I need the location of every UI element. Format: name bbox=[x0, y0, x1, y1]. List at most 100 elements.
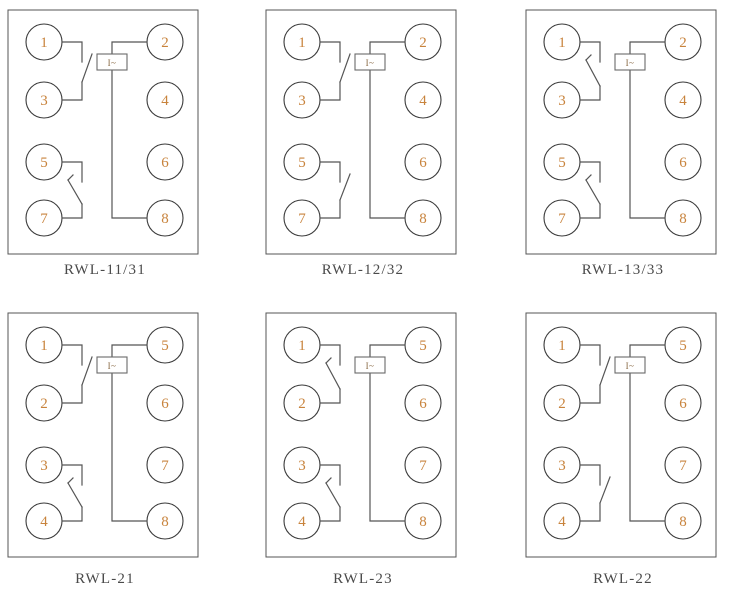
terminal-label: 8 bbox=[419, 211, 427, 227]
terminal-5[interactable]: 5 bbox=[664, 326, 702, 364]
terminal-4[interactable]: 4 bbox=[146, 81, 184, 119]
terminal-label: 8 bbox=[161, 514, 169, 530]
terminal-6[interactable]: 6 bbox=[146, 384, 184, 422]
coil-box bbox=[96, 356, 128, 374]
terminal-circle bbox=[404, 81, 442, 119]
terminal-6[interactable]: 6 bbox=[146, 143, 184, 181]
terminal-label: 1 bbox=[40, 338, 48, 354]
coil-box bbox=[96, 53, 128, 71]
terminal-7[interactable]: 7 bbox=[543, 199, 581, 237]
terminal-8[interactable]: 8 bbox=[664, 502, 702, 540]
terminal-7[interactable]: 7 bbox=[404, 446, 442, 484]
lower-contact-blade bbox=[67, 482, 83, 508]
terminal-circle bbox=[404, 384, 442, 422]
upper-contact-contact-tick bbox=[325, 357, 332, 364]
terminal-4[interactable]: 4 bbox=[664, 81, 702, 119]
coil-label: I~ bbox=[366, 58, 375, 68]
terminal-label: 8 bbox=[419, 514, 427, 530]
terminal-6[interactable]: 6 bbox=[664, 143, 702, 181]
terminal-6[interactable]: 6 bbox=[664, 384, 702, 422]
lower-contact-upper-lead bbox=[61, 464, 83, 486]
terminal-label: 3 bbox=[558, 93, 566, 109]
diagram-caption-rwl-13-33: RWL-13/33 bbox=[581, 262, 665, 278]
terminal-5[interactable]: 5 bbox=[283, 143, 321, 181]
lower-contact-contact-tick bbox=[67, 477, 74, 484]
terminal-label: 7 bbox=[40, 211, 48, 227]
upper-contact-lower-lead bbox=[61, 81, 83, 101]
terminal-circle bbox=[664, 143, 702, 181]
terminal-label: 1 bbox=[298, 35, 306, 51]
terminal-8[interactable]: 8 bbox=[664, 199, 702, 237]
terminal-circle bbox=[664, 384, 702, 422]
terminal-3[interactable]: 3 bbox=[25, 81, 63, 119]
terminal-4[interactable]: 4 bbox=[283, 502, 321, 540]
lower-contact-upper-lead bbox=[61, 161, 83, 183]
relay-panel-outline bbox=[525, 312, 717, 558]
terminal-7[interactable]: 7 bbox=[664, 446, 702, 484]
lower-contact-blade bbox=[599, 476, 611, 504]
terminal-8[interactable]: 8 bbox=[404, 502, 442, 540]
coil-box bbox=[354, 53, 386, 71]
terminal-5[interactable]: 5 bbox=[25, 143, 63, 181]
upper-contact-blade bbox=[339, 53, 351, 83]
terminal-8[interactable]: 8 bbox=[146, 199, 184, 237]
terminal-label: 5 bbox=[679, 338, 687, 354]
diagram-caption-rwl-12-32: RWL-12/32 bbox=[321, 262, 405, 278]
coil-lead-bottom bbox=[111, 69, 148, 219]
terminal-4[interactable]: 4 bbox=[404, 81, 442, 119]
terminal-label: 2 bbox=[558, 396, 566, 412]
terminal-1[interactable]: 1 bbox=[25, 326, 63, 364]
terminal-label: 3 bbox=[558, 458, 566, 474]
terminal-1[interactable]: 1 bbox=[283, 326, 321, 364]
terminal-8[interactable]: 8 bbox=[404, 199, 442, 237]
terminal-1[interactable]: 1 bbox=[543, 23, 581, 61]
terminal-2[interactable]: 2 bbox=[404, 23, 442, 61]
terminal-label: 3 bbox=[298, 458, 306, 474]
terminal-label: 2 bbox=[679, 35, 687, 51]
terminal-1[interactable]: 1 bbox=[283, 23, 321, 61]
terminal-4[interactable]: 4 bbox=[25, 502, 63, 540]
lower-contact-blade bbox=[325, 482, 341, 508]
terminal-label: 1 bbox=[40, 35, 48, 51]
terminal-label: 1 bbox=[298, 338, 306, 354]
terminal-5[interactable]: 5 bbox=[543, 143, 581, 181]
terminal-8[interactable]: 8 bbox=[146, 502, 184, 540]
upper-contact-blade bbox=[325, 362, 341, 390]
terminal-3[interactable]: 3 bbox=[543, 446, 581, 484]
terminal-3[interactable]: 3 bbox=[543, 81, 581, 119]
upper-contact-upper-lead bbox=[579, 41, 601, 63]
lower-contact-upper-lead bbox=[319, 464, 341, 486]
terminal-label: 3 bbox=[40, 93, 48, 109]
terminal-label: 4 bbox=[679, 93, 687, 109]
coil-lead-bottom bbox=[629, 372, 666, 522]
terminal-7[interactable]: 7 bbox=[283, 199, 321, 237]
terminal-5[interactable]: 5 bbox=[404, 326, 442, 364]
terminal-label: 7 bbox=[161, 458, 169, 474]
terminal-2[interactable]: 2 bbox=[543, 384, 581, 422]
terminal-4[interactable]: 4 bbox=[543, 502, 581, 540]
upper-contact-upper-lead bbox=[319, 41, 341, 63]
terminal-circle bbox=[664, 81, 702, 119]
terminal-1[interactable]: 1 bbox=[25, 23, 63, 61]
terminal-3[interactable]: 3 bbox=[283, 81, 321, 119]
coil-label: I~ bbox=[108, 58, 117, 68]
lower-contact-upper-lead bbox=[319, 161, 341, 183]
terminal-3[interactable]: 3 bbox=[25, 446, 63, 484]
terminal-7[interactable]: 7 bbox=[146, 446, 184, 484]
diagram-caption-rwl-21: RWL-21 bbox=[75, 571, 135, 587]
terminal-2[interactable]: 2 bbox=[664, 23, 702, 61]
terminal-5[interactable]: 5 bbox=[146, 326, 184, 364]
terminal-6[interactable]: 6 bbox=[404, 384, 442, 422]
terminal-label: 4 bbox=[161, 93, 169, 109]
terminal-7[interactable]: 7 bbox=[25, 199, 63, 237]
terminal-2[interactable]: 2 bbox=[25, 384, 63, 422]
terminal-2[interactable]: 2 bbox=[146, 23, 184, 61]
terminal-3[interactable]: 3 bbox=[283, 446, 321, 484]
terminal-1[interactable]: 1 bbox=[543, 326, 581, 364]
coil-label: I~ bbox=[366, 361, 375, 371]
upper-contact-lower-lead bbox=[319, 388, 341, 404]
terminal-label: 1 bbox=[558, 35, 566, 51]
terminal-2[interactable]: 2 bbox=[283, 384, 321, 422]
terminal-6[interactable]: 6 bbox=[404, 143, 442, 181]
